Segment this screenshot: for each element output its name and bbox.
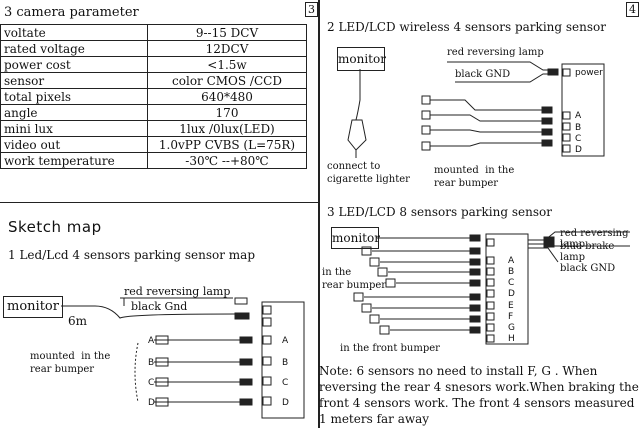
page-number-right: 4 (626, 2, 639, 17)
diagram3-port-a: A (508, 256, 515, 266)
diagram1-sensor-b: B (148, 358, 155, 368)
sketch-map-title: Sketch map (8, 218, 102, 236)
diagram1-sensor-c: C (148, 378, 155, 388)
diagram3-title: 3 LED/LCD 8 sensors parking sensor (327, 205, 552, 219)
diagram1-port-a: A (282, 336, 289, 346)
diagram3-monitor-box: monitor (331, 227, 380, 249)
param-value: 1.0vPP CVBS (L=75R) (147, 136, 307, 153)
param-value: color CMOS /CCD (147, 72, 307, 89)
diagram3-port-d: D (508, 289, 515, 299)
diagram2-port-d: D (575, 145, 582, 155)
diagram1-monitor-box: monitor (3, 296, 63, 318)
param-value: 640*480 (147, 88, 307, 105)
diagram3-port-b: B (508, 267, 515, 277)
installation-note: Note: 6 sensors no need to install F, G … (319, 364, 639, 426)
diagram2-mounted-label: mounted in the rear bumper (434, 165, 515, 189)
diagram1-wiring (61, 297, 305, 419)
diagram3-port-c: C (508, 278, 515, 288)
diagram2-gnd-label: black GND (455, 69, 511, 80)
param-value: 170 (147, 104, 307, 121)
param-value: 9--15 DCV (147, 24, 307, 41)
diagram1-sensor-d: D (148, 398, 155, 408)
param-row: work temperature-30℃ --+80℃ (0, 152, 307, 169)
diagram3-port-h: H (508, 334, 515, 344)
diagram2-monitor-box: monitor (337, 47, 386, 71)
diagram2-lamp-label: red reversing lamp (447, 47, 544, 58)
diagram3-port-f: F (508, 312, 514, 322)
diagram1-port-d: D (282, 398, 289, 408)
diagram2-power-label: power (575, 68, 603, 78)
diagram1-mounted-label: mounted in the rear bumper (30, 351, 111, 375)
diagram2-port-b: B (575, 123, 582, 133)
param-name: rated voltage (0, 40, 148, 57)
diagram3-rear-label: in the rear bumper (322, 267, 387, 291)
diagram2-wiring (347, 61, 605, 158)
param-name: power cost (0, 56, 148, 73)
diagram1-sensor-a: A (148, 336, 155, 346)
param-value: 12DCV (147, 40, 307, 57)
diagram3-port-g: G (508, 323, 515, 333)
diagram1-title: 1 Led/Lcd 4 sensors parking sensor map (8, 248, 256, 262)
diagram1-port-b: B (282, 358, 289, 368)
param-name: work temperature (0, 152, 148, 169)
diagram2-port-a: A (575, 111, 582, 121)
diagram1-gnd-label: black Gnd (131, 300, 188, 313)
diagram3-wiring (353, 231, 630, 345)
section-rule (0, 202, 318, 203)
diagram2-connect-label: connect to cigarette lighter (327, 161, 410, 185)
diagram3-gnd-label: black GND (560, 263, 616, 274)
camera-parameter-title: 3 camera parameter (4, 5, 139, 20)
diagram3-lamp-label: red reversing lamp (560, 228, 629, 250)
diagram2-title: 2 LED/LCD wireless 4 sensors parking sen… (327, 20, 606, 34)
diagram1-port-c: C (282, 378, 289, 388)
diagram1-lamp-label: red reversing lamp (124, 285, 231, 298)
param-row: power cost<1.5w (0, 56, 307, 73)
param-name: voltate (0, 24, 148, 41)
page-number-left: 3 (305, 2, 318, 17)
diagram2-port-c: C (575, 134, 582, 144)
diagram1-cable-length: 6m (68, 314, 88, 328)
param-value: -30℃ --+80℃ (147, 152, 307, 169)
diagram3-front-label: in the front bumper (340, 343, 440, 354)
page-divider (318, 0, 320, 428)
diagram3-port-e: E (508, 301, 514, 311)
